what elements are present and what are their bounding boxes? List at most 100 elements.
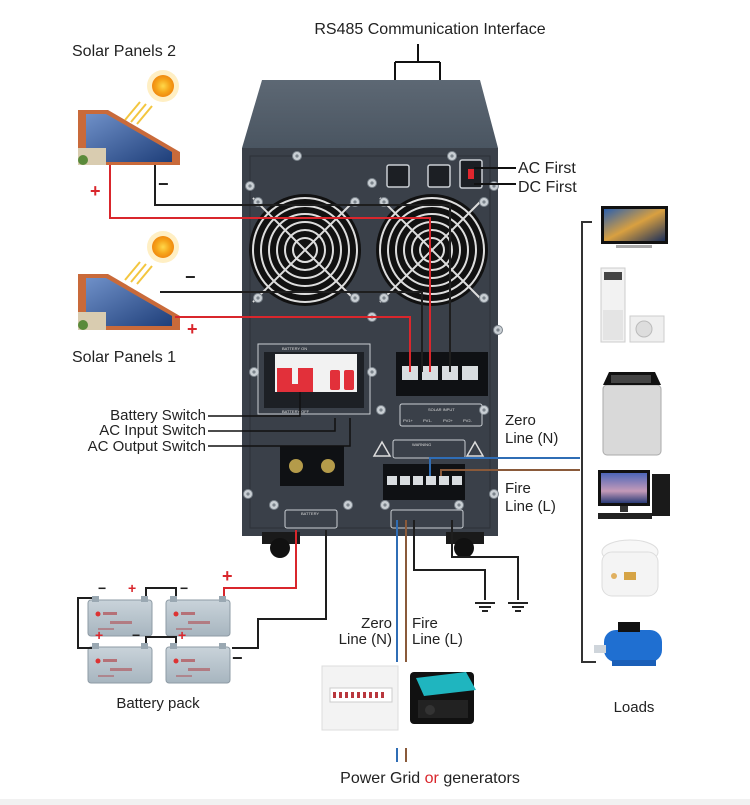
solar2-negative-wire (154, 165, 451, 372)
battery-2-minus: − (180, 580, 188, 596)
pv1-neg-text: PV1- (423, 418, 433, 423)
solar-wiring (109, 165, 451, 372)
solar2-minus-sign: − (158, 174, 169, 194)
pv1-pos-text: PV1+ (403, 418, 414, 423)
rs485-port-2[interactable] (427, 164, 451, 188)
ac-output-wiring (429, 221, 596, 663)
pv2-pos-text: PV2+ (443, 418, 454, 423)
solar-panel-1 (78, 274, 180, 330)
breaker-panel: BATTERY ON BATTERY OFF (257, 343, 371, 415)
generator-icon (410, 672, 476, 724)
electric-warning-icon (372, 440, 392, 457)
battery-on-text: BATTERY ON (282, 346, 307, 351)
output-live-wire (440, 469, 580, 476)
rice-cooker-icon (601, 539, 659, 597)
ac-input-breaker[interactable] (330, 370, 340, 390)
input-fire-line-label-2: Line (L) (412, 631, 463, 648)
solar-panels-1-label: Solar Panels 1 (72, 349, 176, 366)
solar1-negative-wire (160, 291, 423, 372)
terminal-pv2-pos[interactable] (442, 366, 458, 380)
battery-4-plus: + (178, 627, 186, 643)
cooling-fan-right (375, 193, 489, 307)
input-zero-line-label-1: Zero (361, 615, 392, 632)
output-neutral-wire (429, 457, 580, 476)
ac-output-breaker[interactable] (344, 370, 354, 390)
battery-pack-minus-sign: − (232, 648, 243, 668)
loads-bus-line (581, 221, 596, 663)
solar1-minus-sign: − (185, 267, 196, 287)
ac-input-switch-label: AC Input Switch (99, 422, 206, 439)
pv2-neg-text: PV2- (463, 418, 473, 423)
sun-icon (124, 231, 179, 285)
battery-1-minus: − (98, 580, 106, 596)
warning-text: WARNING (412, 442, 431, 447)
battery-cell (87, 642, 153, 684)
solar-input-text: SOLAR INPUT (428, 407, 455, 412)
battery-3-minus: − (132, 627, 140, 643)
solar1-positive-wire (175, 316, 411, 372)
or-text: or (425, 770, 440, 787)
battery-1-plus: + (128, 580, 136, 596)
washing-machine-icon (602, 372, 662, 456)
sun-icon (124, 70, 179, 125)
ac-input-wiring (396, 520, 519, 762)
inverter-unit: BATTERY ON BATTERY OFF SOLAR INPUT PV1+ … (242, 80, 503, 558)
battery-text: BATTERY (301, 511, 319, 516)
terminal-pv1-neg[interactable] (422, 366, 438, 380)
battery-positive-wire (223, 530, 297, 596)
solar2-positive-wire (109, 165, 431, 372)
battery-switch-label: Battery Switch (110, 407, 206, 424)
battery-pack-plus-sign: + (222, 566, 233, 586)
terminal-pv2-neg[interactable] (462, 366, 478, 380)
rs485-label: RS485 Communication Interface (314, 21, 545, 38)
wheel-left (262, 532, 300, 558)
battery-3-plus: + (95, 627, 103, 643)
battery-off-text: BATTERY OFF (282, 409, 310, 414)
wheel-right (446, 532, 484, 558)
dc-first-label: DC First (518, 179, 577, 196)
output-fire-line-label-2: Line (L) (505, 498, 556, 515)
rs485-leader-lines (394, 44, 441, 180)
output-fire-line-label-1: Fire (505, 480, 531, 497)
output-zero-line-label-1: Zero (505, 412, 536, 429)
battery-cell (165, 595, 231, 637)
input-fire-line-label-1: Fire (412, 615, 438, 632)
ground-icon (474, 602, 496, 612)
ac-first-label: AC First (518, 160, 576, 177)
television-icon (601, 206, 668, 248)
input-ground-wire (413, 520, 486, 600)
ground-icon (507, 602, 529, 612)
battery-negative-wire (232, 530, 327, 649)
battery-wiring (77, 530, 327, 649)
battery-terminal-block: BATTERY (280, 446, 344, 529)
cooling-fan-left (248, 193, 362, 307)
solar-input-terminal: SOLAR INPUT PV1+ PV1- PV2+ PV2- (396, 352, 488, 427)
output-zero-line-label-2: Line (N) (505, 430, 558, 447)
switch-leader-lines (208, 392, 351, 447)
battery-terminal-positive[interactable] (289, 459, 303, 473)
solar-panel-2 (78, 110, 180, 165)
power-grid-text: Power Grid (340, 770, 424, 787)
loads-label: Loads (614, 699, 655, 716)
distribution-box-icon (321, 665, 399, 731)
battery-terminal-negative[interactable] (321, 459, 335, 473)
air-conditioner-icon (600, 267, 665, 343)
solar1-plus-sign: + (187, 319, 198, 339)
electric-motor-icon (594, 622, 662, 666)
solar-panels-2-label: Solar Panels 2 (72, 43, 176, 60)
solar2-plus-sign: + (90, 181, 101, 201)
ac-output-switch-label: AC Output Switch (88, 438, 206, 455)
rs485-port-1[interactable] (386, 164, 410, 188)
power-source-label: Power Grid or generators (340, 770, 520, 787)
desktop-computer-icon (598, 470, 670, 519)
footer-strip (0, 799, 750, 805)
caution-warning-icon (465, 440, 485, 457)
battery-cell (165, 642, 231, 684)
priority-leader-lines (474, 167, 516, 185)
terminal-pv1-pos[interactable] (402, 366, 418, 380)
battery-pack-label: Battery pack (116, 695, 200, 712)
generators-text: generators (439, 770, 520, 787)
inverter-top (242, 80, 498, 148)
output-ground-wire (451, 520, 519, 600)
